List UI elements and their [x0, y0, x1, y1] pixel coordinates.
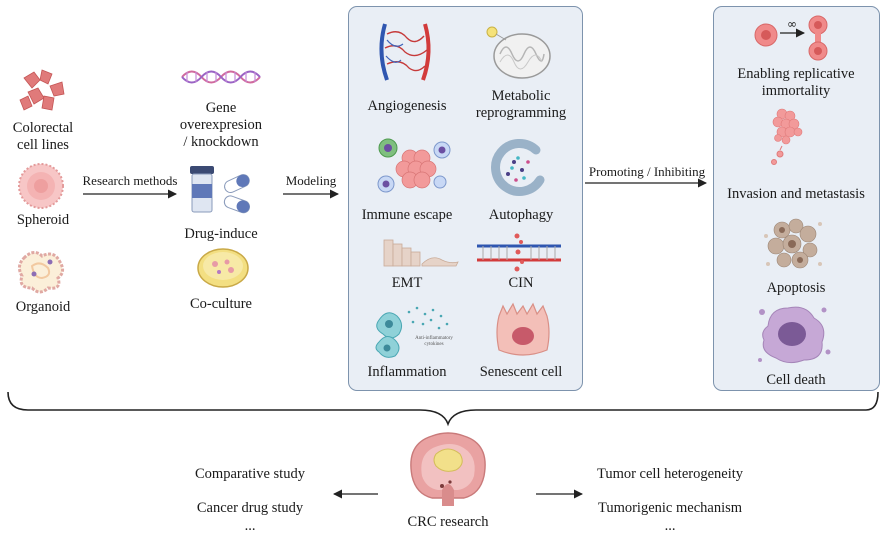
curly-brace: [7, 391, 879, 427]
apoptotic-cell-icon: [764, 218, 822, 269]
emt-label: EMT: [391, 275, 423, 291]
immune-escape-label: Immune escape: [361, 207, 453, 223]
promoting-inhibiting-label: Promoting / Inhibiting: [588, 164, 706, 179]
replicative-immortality-label: Enabling replicative immortality: [737, 66, 855, 99]
cell-death-label: Cell death: [766, 372, 826, 388]
gene-overexpression-label: Gene overexpresion / knockdown: [179, 100, 263, 150]
inflammation-icon: [375, 306, 449, 358]
metabolic-reprogramming-label: Metabolic reprogramming: [475, 88, 567, 121]
petri-dish-icon: [197, 248, 249, 288]
spheroid-icon: [18, 163, 64, 209]
tumor-metastasis-icon: [771, 108, 803, 165]
senescent-cell-label: Senescent cell: [479, 364, 563, 380]
tumor-heterogeneity-label: Tumor cell heterogeneity: [596, 466, 744, 482]
drug-induce-label: Drug-induce: [184, 226, 258, 242]
co-culture-label: Co-culture: [189, 296, 252, 312]
angiogenesis-label: Angiogenesis: [367, 98, 447, 114]
pill-bottle-icon: [190, 166, 251, 214]
organoid-label: Organoid: [15, 299, 71, 315]
colorectal-cell-lines-label: Colorectal cell lines: [12, 120, 74, 153]
right-ellipsis-label: ...: [664, 518, 676, 534]
cancer-drug-study-label: Cancer drug study: [196, 500, 304, 516]
inflammation-label: Inflammation: [367, 364, 447, 380]
mitochondria-icon: [486, 26, 551, 79]
crc-research-label: CRC research: [407, 514, 489, 530]
blood-vessels-icon: [379, 23, 431, 81]
comparative-study-label: Comparative study: [195, 466, 305, 482]
autophagy-label: Autophagy: [488, 207, 554, 223]
organoid-icon: [17, 251, 65, 294]
senescent-cell-icon: [496, 302, 550, 356]
cin-label: CIN: [508, 275, 534, 291]
invasion-metastasis-label: Invasion and metastasis: [727, 186, 865, 202]
colorectal-tumor-icon: [410, 432, 486, 506]
research-methods-label: Research methods: [82, 173, 178, 188]
emt-icon: [383, 239, 459, 267]
apoptosis-label: Apoptosis: [766, 280, 826, 296]
dna-icon: [181, 70, 261, 84]
immune-cells-icon: [377, 138, 451, 193]
chromosome-dna-icon: [477, 233, 561, 272]
left-ellipsis-label: ...: [244, 518, 256, 534]
modeling-label: Modeling: [285, 173, 337, 188]
autophagy-icon: [491, 139, 545, 196]
dying-cell-icon: [758, 306, 831, 364]
tumorigenic-mechanism-label: Tumorigenic mechanism: [597, 500, 743, 516]
infinity-symbol: ∞: [787, 17, 797, 31]
cytokine-caption: Anti-inflammatory cytokines: [415, 336, 453, 347]
colorectal-cells-icon: [19, 69, 65, 111]
spheroid-label: Spheroid: [16, 212, 70, 228]
cell-division-icon: ∞: [754, 15, 828, 61]
